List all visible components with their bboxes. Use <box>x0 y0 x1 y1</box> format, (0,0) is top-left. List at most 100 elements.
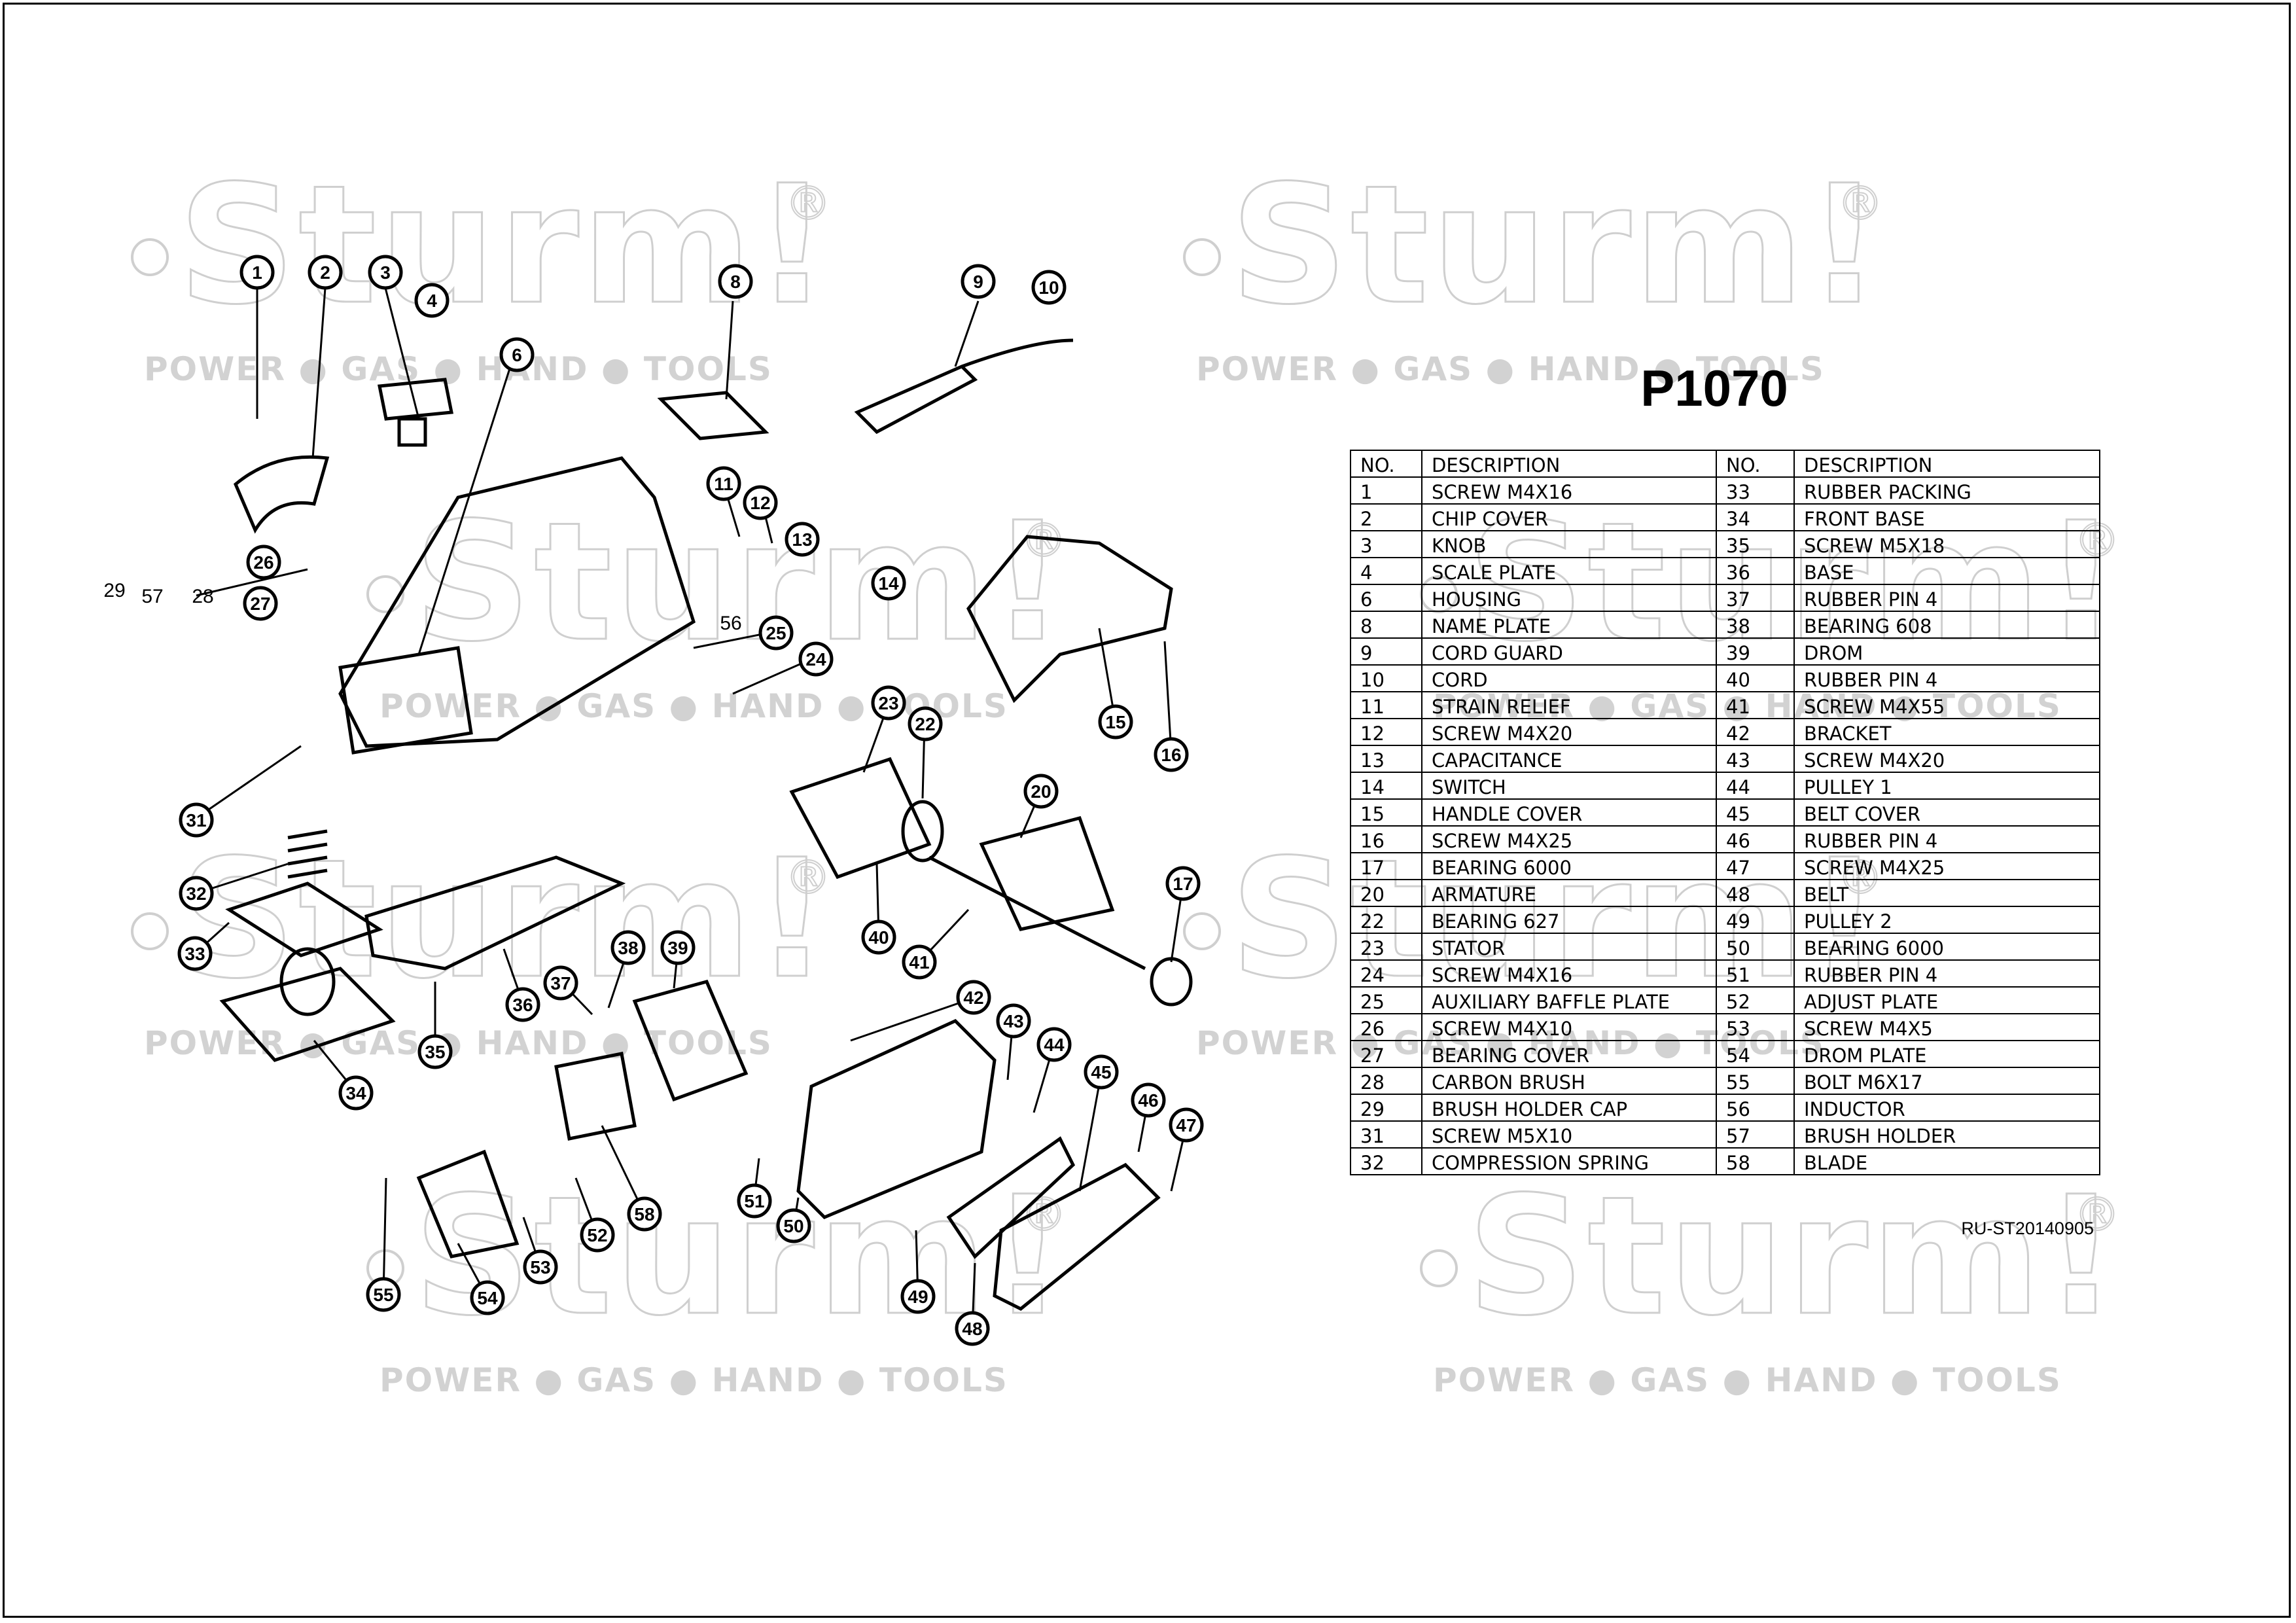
callout-number: 49 <box>908 1287 928 1307</box>
part-description: BELT <box>1793 879 2100 907</box>
part-description: RUBBER PACKING <box>1793 476 2100 505</box>
callout-circle <box>177 936 213 971</box>
part-description: SCREW M4X20 <box>1421 718 1717 746</box>
part-number: 27 <box>1350 1040 1422 1068</box>
watermark-brand: Sturm! <box>412 487 1068 677</box>
part-number: 37 <box>1716 584 1795 612</box>
part-number: 1 <box>1350 476 1422 505</box>
callout-number: 32 <box>186 883 206 904</box>
cord-guard-drawing <box>854 338 1074 435</box>
drom-motor-drawing <box>279 947 336 1016</box>
callout-number: 41 <box>909 952 929 972</box>
callout-circle <box>610 930 646 965</box>
header-description: DESCRIPTION <box>1421 450 1717 478</box>
callout-number: 44 <box>1044 1035 1065 1055</box>
rubber-packing-drawing <box>225 882 383 957</box>
callout-circle <box>1084 1054 1119 1090</box>
callout-number: 13 <box>792 529 812 550</box>
name-plate-drawing <box>657 391 769 440</box>
callout-circle <box>871 565 906 601</box>
part-number: 45 <box>1716 798 1795 827</box>
stator-drawing <box>789 757 932 880</box>
watermark-tagline: POWER ● GAS ● HAND ● TOOLS <box>1196 350 1825 388</box>
callout-circle <box>627 1196 662 1232</box>
part-number: 51 <box>1716 959 1795 988</box>
part-number: 15 <box>1350 798 1422 827</box>
part-number: 11 <box>1350 691 1422 719</box>
callout-circle <box>737 1183 772 1219</box>
callout-number: 10 <box>1038 277 1059 298</box>
callout-circle <box>660 930 696 965</box>
part-description: BASE <box>1793 557 2100 585</box>
watermark-registered: ® <box>2074 1187 2121 1242</box>
part-number: 46 <box>1716 825 1795 853</box>
callout-circle <box>902 944 937 980</box>
callout-number: 31 <box>186 810 206 830</box>
callout-number: 26 <box>253 552 274 573</box>
part-number: 54 <box>1716 1040 1795 1068</box>
part-description: FRONT BASE <box>1793 503 2100 531</box>
part-description: SCREW M4X55 <box>1793 691 2100 719</box>
housing-drawing <box>338 456 696 748</box>
drom-plate-drawing <box>416 1149 520 1258</box>
callout-circle <box>179 876 214 911</box>
part-number: 10 <box>1350 664 1422 692</box>
part-description: SCREW M4X5 <box>1793 1013 2100 1041</box>
bearing-627-drawing <box>901 800 944 863</box>
header-no: NO. <box>1716 450 1795 478</box>
handle-cover-drawing <box>966 535 1173 704</box>
callout-circle <box>1131 1082 1166 1118</box>
part-description: BEARING 6000 <box>1421 852 1717 880</box>
watermark-logo: Sturm! <box>1420 1173 2121 1339</box>
watermark-tagline: POWER ● GAS ● HAND ● TOOLS <box>1433 1361 2062 1399</box>
part-number: 13 <box>1350 745 1422 773</box>
part-description: SCREW M4X25 <box>1793 852 2100 880</box>
callout-circle <box>308 255 343 290</box>
callout-number: 40 <box>868 927 889 948</box>
callout-circle <box>785 522 820 557</box>
part-number: 20 <box>1350 879 1422 907</box>
callout-circle <box>798 641 834 677</box>
part-number: 34 <box>1716 503 1795 531</box>
part-description: ARMATURE <box>1421 879 1717 907</box>
part-number: 49 <box>1716 906 1795 934</box>
callout-circle <box>743 485 778 520</box>
leader-lines <box>195 287 1188 1329</box>
callout-number: 4 <box>427 291 437 311</box>
callout-number: 1 <box>252 262 262 283</box>
part-number: 29 <box>1350 1094 1422 1122</box>
watermark-tagline: POWER ● GAS ● HAND ● TOOLS <box>144 350 773 388</box>
part-label: 57 <box>141 586 163 607</box>
part-number: 42 <box>1716 718 1795 746</box>
callout-circle <box>470 1280 505 1315</box>
callout-circle <box>706 466 741 501</box>
callout-number: 9 <box>973 272 983 292</box>
callout-circle <box>861 919 896 955</box>
part-number: 4 <box>1350 557 1422 585</box>
callout-circle <box>1154 737 1189 772</box>
callout-number: 46 <box>1138 1090 1158 1111</box>
callout-number: 50 <box>783 1216 804 1236</box>
base-drawing <box>364 855 626 971</box>
part-number: 32 <box>1350 1147 1422 1175</box>
watermark-dot-icon <box>366 575 404 613</box>
callout-number: 12 <box>750 493 770 513</box>
part-description: DROM PLATE <box>1793 1040 2100 1068</box>
callout-number: 52 <box>587 1225 607 1245</box>
callout-number: 43 <box>1003 1011 1023 1031</box>
